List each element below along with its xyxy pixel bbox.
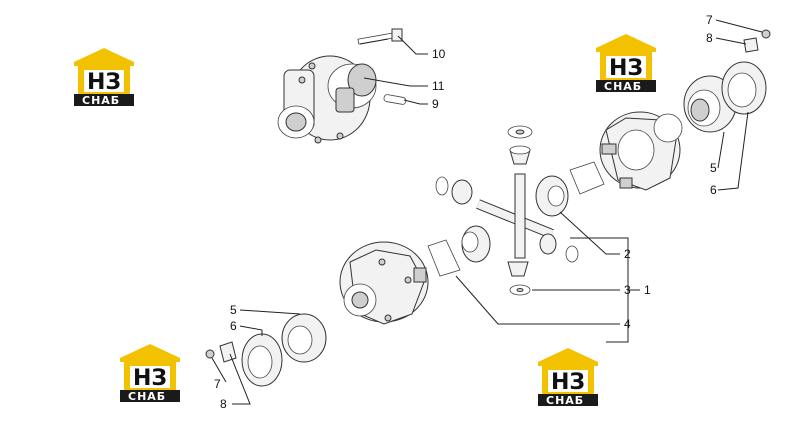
logo-text-main: НЗ — [133, 366, 167, 391]
callout-1: 1 — [644, 283, 651, 297]
logo-bottom-left: НЗ СНАБ — [120, 344, 180, 403]
logo-text-sub: СНАБ — [82, 94, 120, 107]
callout-7-bottom: 7 — [214, 377, 221, 391]
callout-labels: 10 11 9 7 8 5 6 2 3 1 4 5 6 7 8 — [214, 13, 717, 411]
callout-8-top: 8 — [706, 31, 713, 45]
logo-text-sub: СНАБ — [128, 390, 166, 403]
callout-8-bottom: 8 — [220, 397, 227, 411]
callout-6-bottom: 6 — [230, 319, 237, 333]
logo-text-main: НЗ — [551, 370, 585, 395]
logo-text-sub: СНАБ — [546, 394, 584, 407]
ring-part-6-top — [721, 61, 767, 115]
callout-4: 4 — [624, 317, 631, 331]
callout-11: 11 — [432, 79, 445, 93]
leader-lines — [211, 19, 763, 405]
logo-top-left: НЗ СНАБ — [74, 48, 134, 107]
pin-part-9 — [383, 94, 407, 105]
housing-half-left — [339, 241, 429, 325]
screw-part-7-top — [761, 29, 771, 39]
logo-bottom-right: НЗ СНАБ — [538, 348, 598, 407]
logo-text-main: НЗ — [87, 70, 121, 95]
logo-top-right: НЗ СНАБ — [596, 34, 656, 93]
callout-5-top: 5 — [710, 161, 717, 175]
ring-part-6-bottom — [241, 333, 283, 387]
callout-7-top: 7 — [706, 13, 713, 27]
bearing-part-5-bottom — [281, 313, 327, 363]
logo-text-main: НЗ — [609, 56, 643, 81]
logo-text-sub: СНАБ — [604, 80, 642, 93]
callout-5-bottom: 5 — [230, 303, 237, 317]
screw-part-7-bottom — [205, 349, 215, 359]
housing-half-right — [599, 111, 683, 191]
assembled-differential-top — [277, 28, 407, 144]
callout-2: 2 — [624, 247, 631, 261]
callout-10: 10 — [432, 47, 446, 61]
callout-3: 3 — [624, 283, 631, 297]
bolt-part-10 — [357, 28, 403, 45]
clip-part-8-bottom — [219, 341, 237, 363]
callout-9: 9 — [432, 97, 439, 111]
center-gear-set — [427, 125, 605, 296]
callout-6-top: 6 — [710, 183, 717, 197]
clip-part-8-top — [743, 37, 759, 53]
